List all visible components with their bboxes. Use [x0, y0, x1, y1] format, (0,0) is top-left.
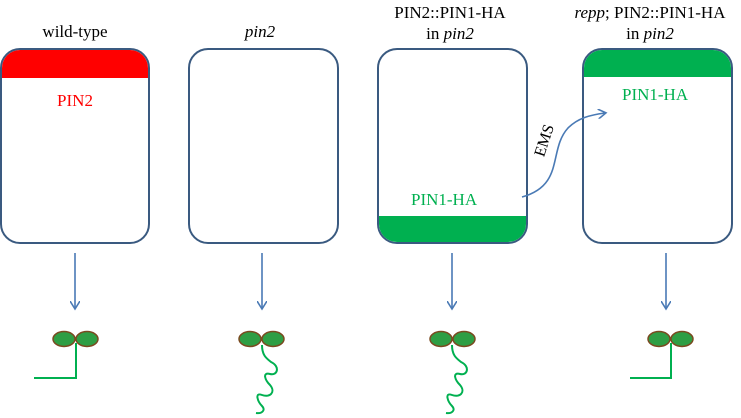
- panel-3-title-line-1: PIN2::PIN1-HA: [394, 3, 506, 22]
- panel-2-seedling: [238, 330, 285, 415]
- panel-2-root: [255, 344, 278, 415]
- panel-4-pin1-band: [584, 50, 731, 77]
- panel-1-root: [34, 343, 77, 379]
- ems-curved-arrow: [521, 113, 605, 198]
- panel-2-title: pin2: [185, 21, 335, 42]
- panel-4-cell: PIN1-HA: [582, 48, 733, 244]
- panel-3-seedling: [429, 330, 476, 415]
- panel-1-cotyledon-right: [75, 330, 99, 348]
- ems-label: EMS: [532, 122, 558, 159]
- panel-3-title-line-2: in pin2: [426, 24, 474, 43]
- panel-4-protein-label: PIN1-HA: [622, 85, 689, 104]
- panel-3-protein-label: PIN1-HA: [411, 190, 478, 209]
- panel-2-cotyledon-right: [261, 330, 285, 348]
- panel-3-cotyledon-right: [452, 330, 476, 348]
- panel-4-title-line-1: repp; PIN2::PIN1-HA: [574, 3, 726, 22]
- panel-1-seedling: [34, 330, 99, 379]
- panel-1-title: wild-type: [0, 21, 150, 42]
- panel-1-cotyledon-left: [52, 330, 76, 348]
- panel-4-cotyledon-right: [670, 330, 694, 348]
- panel-4-title-line-2: in pin2: [626, 24, 674, 43]
- panel-4-title: repp; PIN2::PIN1-HA in pin2: [560, 2, 740, 44]
- panel-3-pin1-band: [379, 216, 526, 242]
- panel-2-title-line-1: pin2: [244, 22, 276, 41]
- panel-1-title-line-1: wild-type: [42, 22, 108, 41]
- panel-1-cell: PIN2: [0, 48, 150, 244]
- panel-3-cotyledon-left: [429, 330, 453, 348]
- panel-2-cell: [188, 48, 339, 244]
- panel-3-root: [445, 344, 468, 415]
- panel-4-seedling: [630, 330, 694, 379]
- panel-4-cotyledon-left: [647, 330, 671, 348]
- panel-3-cell: PIN1-HA: [377, 48, 528, 244]
- panel-1-pin2-band: [2, 50, 148, 78]
- panel-3-title: PIN2::PIN1-HA in pin2: [365, 2, 535, 44]
- panel-2-cotyledon-left: [238, 330, 262, 348]
- panel-4-root: [630, 343, 672, 379]
- panel-1-protein-label: PIN2: [57, 91, 93, 110]
